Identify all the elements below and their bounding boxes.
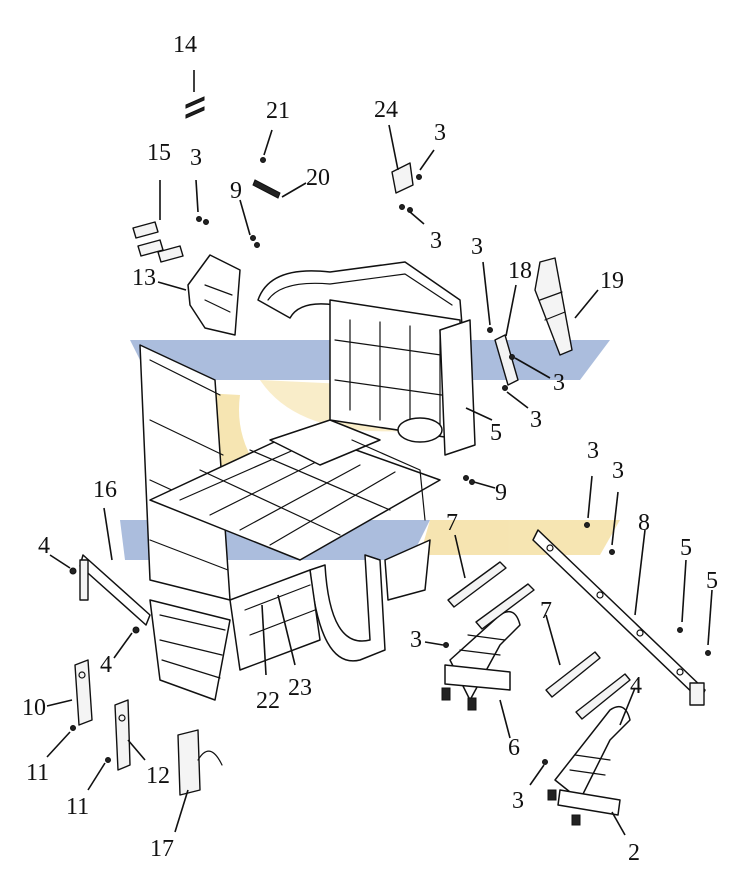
- part-14-strips: [185, 96, 205, 119]
- callout-5: 5: [706, 568, 718, 594]
- callout-9: 9: [495, 480, 507, 506]
- part-18-bracket: [494, 334, 519, 386]
- part-19-plate: [534, 257, 573, 356]
- callout-12: 12: [146, 763, 170, 789]
- callout-22: 22: [256, 688, 280, 714]
- callout-3: 3: [190, 145, 202, 171]
- part-8-long-bar: [532, 529, 706, 706]
- callout-21: 21: [266, 98, 290, 124]
- callout-17: 17: [150, 836, 174, 862]
- leader-lines: [46, 70, 713, 836]
- part-16-bracket: [79, 554, 151, 626]
- callout-3: 3: [553, 370, 565, 396]
- callout-3: 3: [434, 120, 446, 146]
- callout-4: 4: [630, 673, 642, 699]
- callout-3: 3: [587, 438, 599, 464]
- callout-23: 23: [288, 675, 312, 701]
- callout-13: 13: [132, 265, 156, 291]
- callout-3: 3: [612, 458, 624, 484]
- part-12-bracket: [114, 699, 131, 771]
- callout-24: 24: [374, 97, 398, 123]
- callout-4: 4: [38, 533, 50, 559]
- callout-3: 3: [430, 228, 442, 254]
- callout-19: 19: [600, 268, 624, 294]
- callout-2: 2: [628, 840, 640, 866]
- callout-10: 10: [22, 695, 46, 721]
- callout-15: 15: [147, 140, 171, 166]
- part-13-box: [187, 254, 241, 336]
- callout-5: 5: [680, 535, 692, 561]
- callout-3: 3: [530, 407, 542, 433]
- part-20-rod: [252, 179, 281, 199]
- callout-8: 8: [638, 510, 650, 536]
- hardware-fasteners: [69, 157, 711, 765]
- callout-labels: 14 15 3 21 20 9 13 24 3 3 3 18 19 3 3 5 …: [22, 32, 718, 866]
- callout-20: 20: [306, 165, 330, 191]
- part-10-bracket: [74, 659, 93, 726]
- callout-3: 3: [471, 234, 483, 260]
- part-15-pads: [132, 221, 184, 263]
- part-6-step-bracket: [441, 610, 521, 711]
- part-7-pads: [447, 561, 631, 720]
- callout-3: 3: [512, 788, 524, 814]
- callout-9: 9: [230, 178, 242, 204]
- callout-4: 4: [100, 652, 112, 678]
- callout-6: 6: [508, 735, 520, 761]
- callout-14: 14: [173, 32, 197, 58]
- callout-5: 5: [490, 420, 502, 446]
- callout-11: 11: [66, 794, 89, 820]
- callout-18: 18: [508, 258, 532, 284]
- callout-7: 7: [540, 598, 552, 624]
- part-24-bracket: [391, 162, 414, 194]
- main-frame: [139, 261, 476, 701]
- callout-11: 11: [26, 760, 49, 786]
- part-2-step-bracket: [547, 705, 631, 826]
- callout-7: 7: [446, 510, 458, 536]
- callout-3: 3: [410, 627, 422, 653]
- callout-16: 16: [93, 477, 117, 503]
- part-17-bracket: [177, 729, 223, 796]
